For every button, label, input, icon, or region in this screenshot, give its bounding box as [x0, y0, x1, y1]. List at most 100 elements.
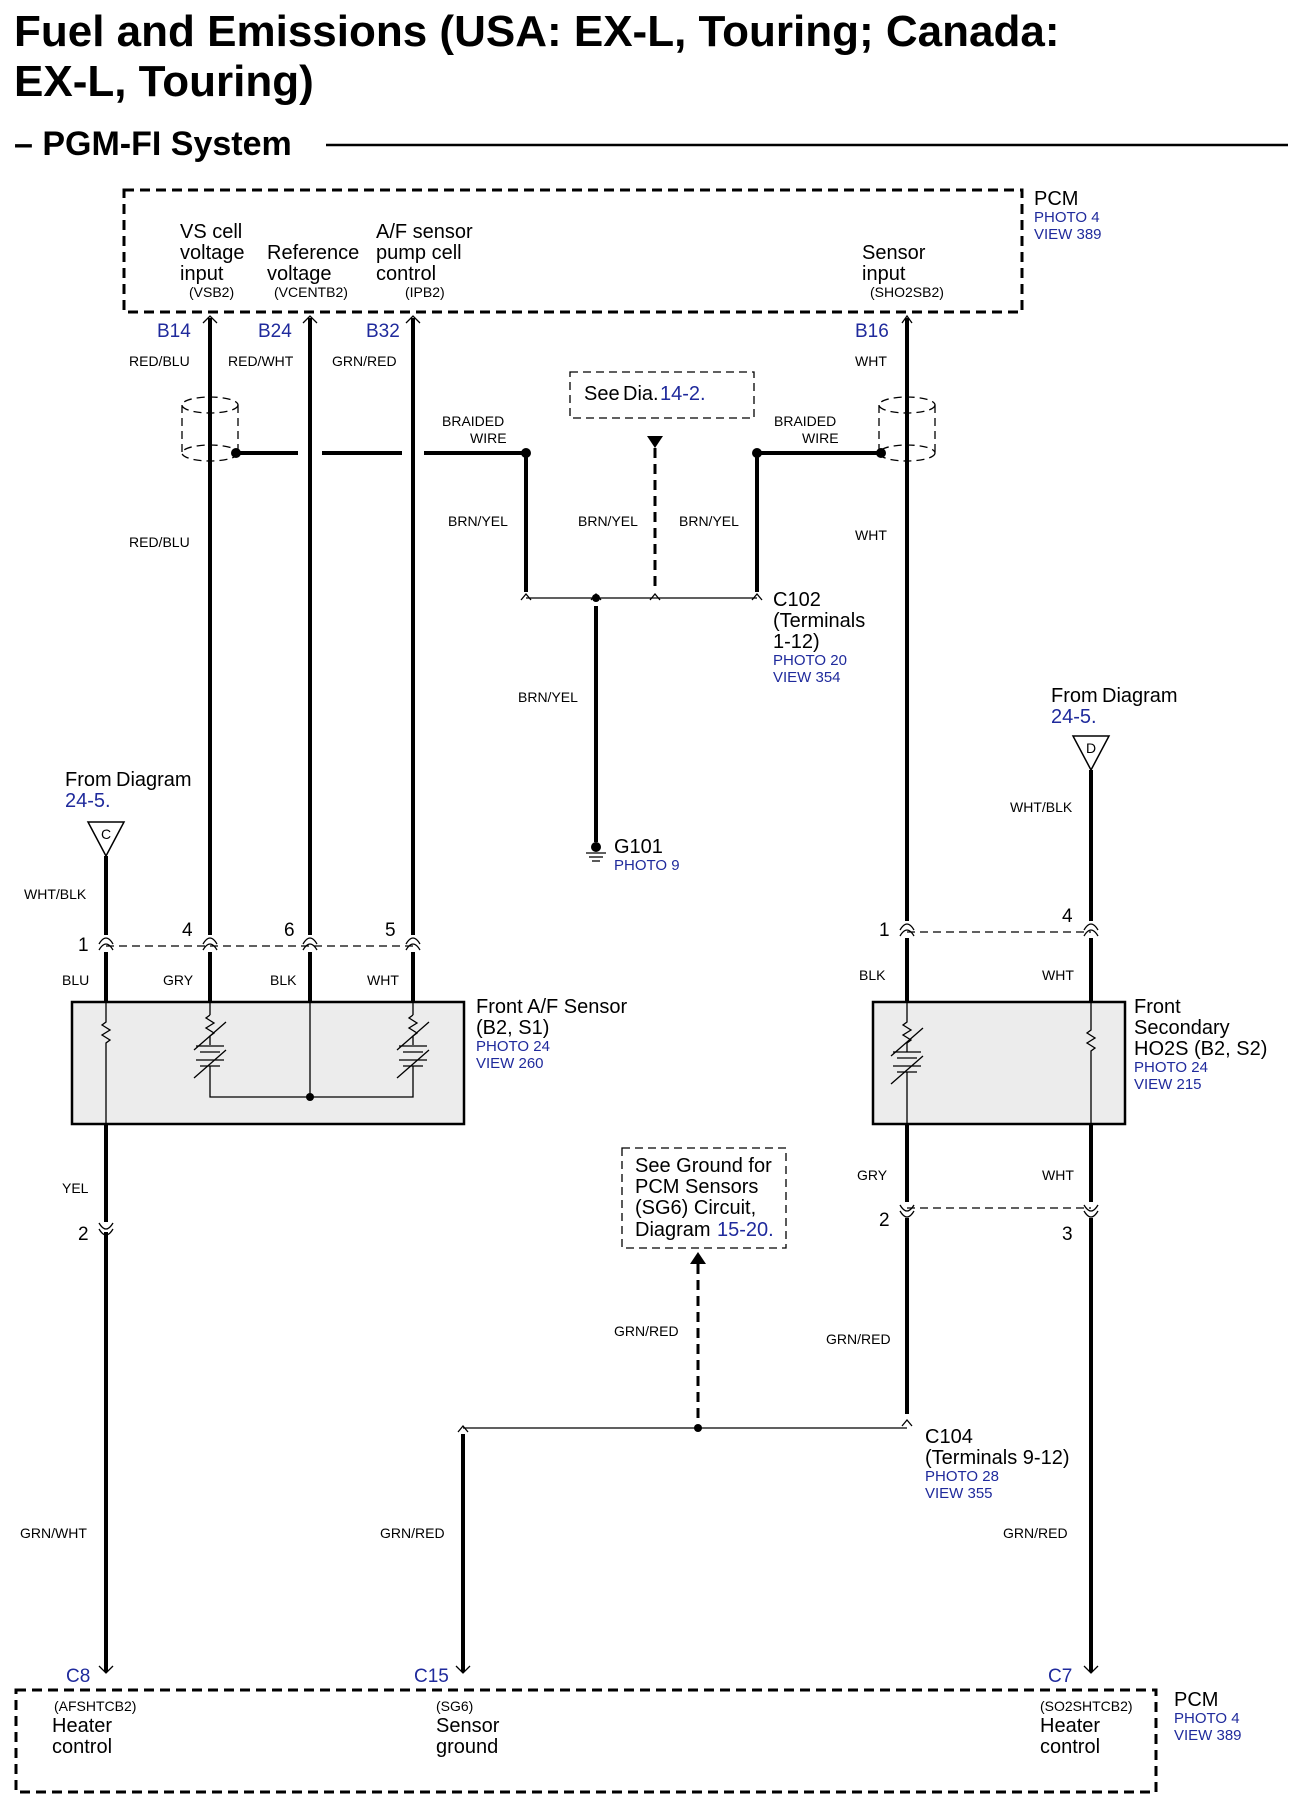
af-sensor-pos: (B2, S1) [476, 1017, 549, 1039]
ho2s-name-3: HO2S (B2, S2) [1134, 1038, 1267, 1060]
from-right-link[interactable]: 24-5. [1051, 706, 1097, 728]
af-sensor-box [70, 1000, 466, 1126]
arrow-up-icon [690, 1252, 706, 1264]
wire-label-brn-yel-2: BRN/YEL [578, 513, 638, 529]
ho2s-pin-4: 4 [1062, 906, 1073, 927]
pcm-c8-signal: (AFSHTCB2) [54, 1698, 136, 1714]
ho2s-name-2: Secondary [1134, 1017, 1230, 1039]
wire-label-blk-2: BLK [859, 967, 886, 983]
g101-photo: PHOTO 9 [614, 857, 680, 874]
wire-label-gry: GRY [163, 972, 194, 988]
pcm-top-photo: PHOTO 4 [1034, 209, 1100, 226]
see-ground-line4: Diagram [635, 1219, 711, 1241]
wire-label-wht-3: WHT [367, 972, 399, 988]
pin-b32: B32 [366, 321, 400, 342]
af-sensor-view: VIEW 260 [476, 1055, 544, 1072]
from-left-link[interactable]: 24-5. [65, 790, 111, 812]
see-ground-link[interactable]: 15-20. [717, 1219, 774, 1241]
ho2s-connector-carets [899, 923, 1099, 937]
wire-label-brn-yel-1: BRN/YEL [448, 513, 508, 529]
page-title-line1: Fuel and Emissions (USA: EX-L, Touring; … [14, 7, 1059, 56]
wire-label-red-blu-2: RED/BLU [129, 534, 190, 550]
from-left-word: Diagram [116, 769, 192, 791]
pcm-c15-signal: (SG6) [436, 1698, 473, 1714]
af-connector-carets [98, 937, 421, 951]
c104-name: C104 [925, 1426, 973, 1448]
braided-label-left-1: BRAIDED [442, 413, 504, 429]
af-pin-2: 2 [78, 1224, 89, 1245]
pcm-top-view: VIEW 389 [1034, 226, 1102, 243]
pcm-af-func-3: control [376, 263, 436, 285]
pcm-bottom-box [14, 1688, 1158, 1794]
pin-c7: C7 [1048, 1666, 1072, 1687]
arrow-down-icon [647, 436, 663, 448]
braided-label-right-1: BRAIDED [774, 413, 836, 429]
wire-label-wht-2: WHT [855, 527, 887, 543]
pcm-bottom-photo: PHOTO 4 [1174, 1710, 1240, 1727]
ho2s-pin-1: 1 [879, 920, 890, 941]
ho2s-photo: PHOTO 24 [1134, 1059, 1208, 1076]
from-left-letter: C [101, 826, 111, 842]
c104-photo: PHOTO 28 [925, 1468, 999, 1485]
see-dia-prefix: See [584, 383, 620, 405]
pcm-c7-signal: (SO2SHTCB2) [1040, 1698, 1133, 1714]
offpage-connector-c-icon [86, 821, 126, 858]
pcm-sensor-func-1: Sensor [862, 242, 926, 264]
ho2s-view: VIEW 215 [1134, 1076, 1202, 1093]
af-sensor-name: Front A/F Sensor [476, 996, 628, 1018]
ho2s-pin-3: 3 [1062, 1224, 1073, 1245]
pcm-c15-func-1: Sensor [436, 1715, 500, 1737]
af-pin-6: 6 [284, 920, 295, 941]
wire-label-blu: BLU [62, 972, 89, 988]
pcm-ref-signal: (VCENTB2) [274, 284, 348, 300]
c102-line3: 1-12) [773, 631, 820, 653]
shield-right-icon [876, 396, 936, 462]
pcm-top-box [122, 188, 1024, 314]
from-right-word: Diagram [1102, 685, 1178, 707]
wire-label-grn-wht: GRN/WHT [20, 1525, 87, 1541]
c102-photo: PHOTO 20 [773, 652, 847, 669]
c104-view: VIEW 355 [925, 1485, 993, 1502]
pcm-sensor-func-2: input [862, 263, 906, 285]
see-dia-link[interactable]: 14-2. [660, 383, 706, 405]
wire-label-wht-4: WHT [1042, 967, 1074, 983]
wire-label-brn-yel-3: BRN/YEL [679, 513, 739, 529]
pcm-sensor-signal: (SHO2SB2) [870, 284, 944, 300]
pcm-ref-func-2: voltage [267, 263, 332, 285]
ground-icon [586, 842, 606, 862]
wire-label-wht-blk-left: WHT/BLK [24, 886, 87, 902]
page-title-line2: EX-L, Touring) [14, 57, 314, 106]
c102-line2: (Terminals [773, 610, 865, 632]
wire-label-blk: BLK [270, 972, 297, 988]
ho2s-box [871, 1000, 1127, 1126]
pcm-bottom-label: PCM [1174, 1689, 1218, 1711]
ho2s-name-1: Front [1134, 996, 1181, 1018]
pcm-c7-func-2: control [1040, 1736, 1100, 1758]
shield-left-icon [181, 396, 241, 462]
see-ground-line3: (SG6) Circuit, [635, 1197, 756, 1219]
wire-label-grn-red-3: GRN/RED [826, 1331, 891, 1347]
pcm-vs-func-3: input [180, 263, 224, 285]
wire-label-brn-yel-4: BRN/YEL [518, 689, 578, 705]
pcm-ref-func-1: Reference [267, 242, 359, 264]
pin-b24: B24 [258, 321, 292, 342]
wire-label-gry-2: GRY [857, 1167, 888, 1183]
pin-c15: C15 [414, 1666, 449, 1687]
from-left-text: From [65, 769, 112, 791]
wire-label-yel: YEL [62, 1180, 89, 1196]
ho2s-internals [890, 1002, 1097, 1124]
wire-label-grn-red-4: GRN/RED [380, 1525, 445, 1541]
af-pin-4: 4 [182, 920, 193, 941]
pcm-c8-func-1: Heater [52, 1715, 112, 1737]
see-ground-line2: PCM Sensors [635, 1176, 758, 1198]
braided-label-right-2: WIRE [802, 430, 839, 446]
g101-name: G101 [614, 836, 663, 858]
see-ground-box [621, 1147, 787, 1249]
pcm-bottom-view: VIEW 389 [1174, 1727, 1242, 1744]
wire-label-red-blu: RED/BLU [129, 353, 190, 369]
af-pin-1: 1 [78, 935, 89, 956]
from-right-text: From [1051, 685, 1098, 707]
see-dia-box [569, 371, 755, 419]
ho2s-pin-2: 2 [879, 1210, 890, 1231]
